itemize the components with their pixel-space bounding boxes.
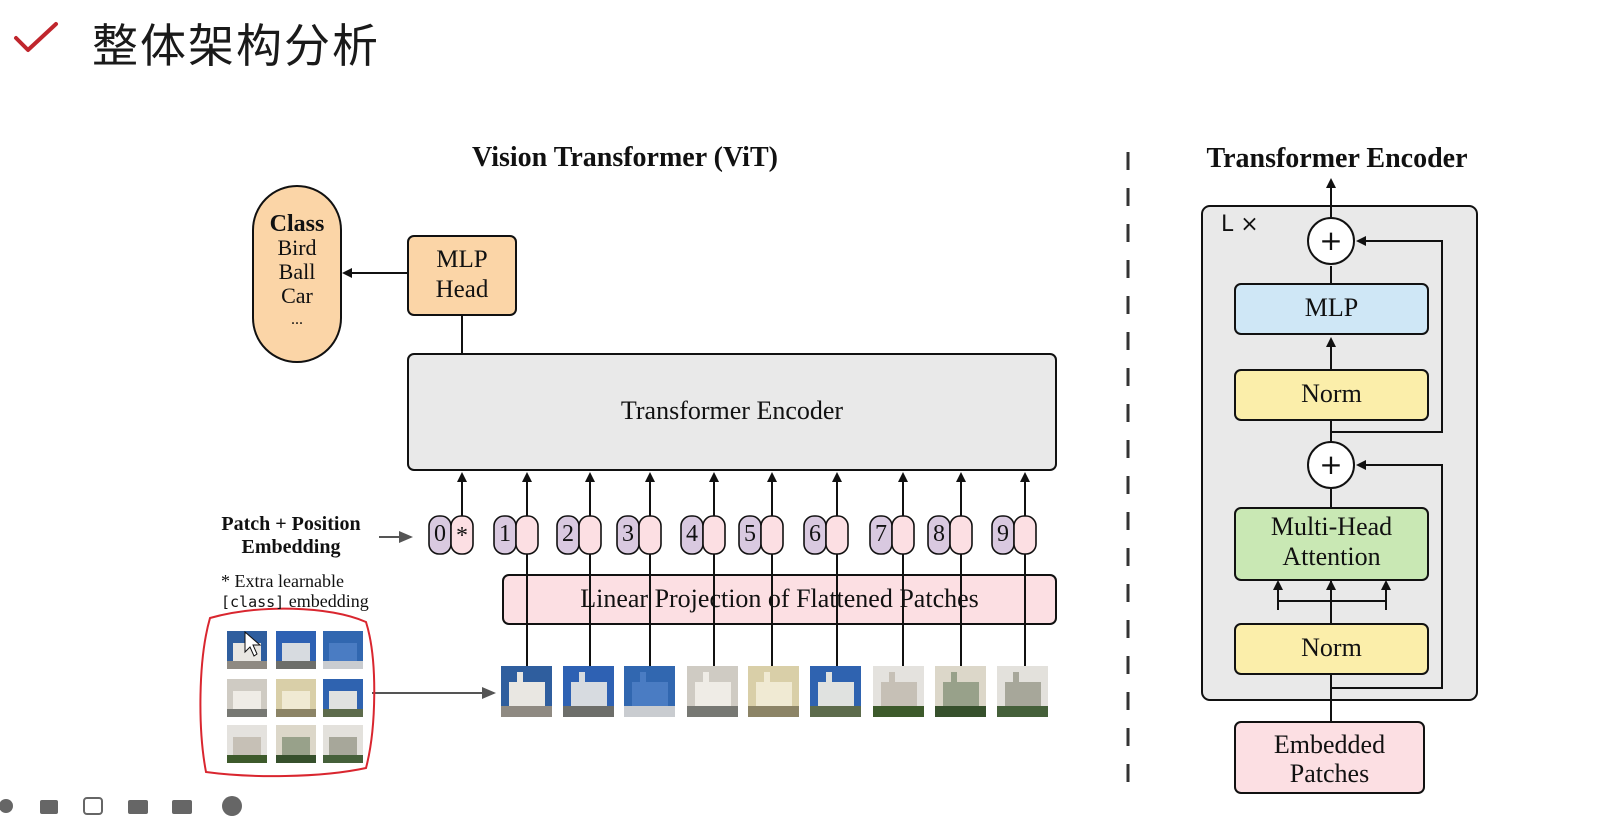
mlp-label: MLP (1304, 293, 1359, 322)
image-patch-grid (227, 631, 363, 763)
token-row (428, 472, 1037, 555)
mouse-cursor (244, 630, 262, 657)
attention-line1: Multi-Head (1270, 512, 1393, 541)
token-1 (493, 472, 539, 555)
token-label-3: 3 (622, 521, 634, 547)
grid-patch-5 (276, 679, 316, 717)
patch-position-line2: Embedding (241, 536, 341, 558)
token-7 (869, 472, 915, 555)
linear-projection-box (502, 574, 1057, 625)
patch-image-5 (748, 666, 799, 717)
token-3 (616, 472, 662, 555)
patch-image-2 (563, 666, 614, 717)
patch-image-4 (687, 666, 738, 717)
grid-patch-6 (323, 679, 363, 717)
token-label-2: 2 (562, 521, 574, 547)
flattened-patch-row (501, 666, 1048, 717)
extra-note-line2: [class] embedding (221, 591, 369, 612)
patch-position-line1: Patch + Position (221, 513, 361, 535)
token-label-8: 8 (933, 521, 945, 547)
token-4 (680, 472, 726, 555)
token-2 (556, 472, 602, 555)
token-6 (803, 472, 849, 555)
residual-add-upper (1307, 217, 1355, 265)
norm-label-upper: Norm (1301, 379, 1362, 408)
class-item-bird: Bird (277, 235, 317, 260)
token-label-4: 4 (686, 521, 698, 547)
attention-box (1234, 507, 1429, 581)
token-5 (738, 472, 784, 555)
token-label-5: 5 (744, 521, 756, 547)
bottom-toolbar (0, 796, 242, 816)
mlp-head-line2: Head (435, 276, 489, 303)
norm-box-upper (1234, 369, 1429, 421)
grid-patch-8 (276, 725, 316, 763)
norm-box-lower (1234, 623, 1429, 675)
grid-patch-2 (276, 631, 316, 669)
class-item-car: Car (281, 283, 313, 308)
class-box-text: Class Bird Ball Car ... (253, 212, 341, 332)
patch-image-8 (935, 666, 986, 717)
grid-patch-3 (323, 631, 363, 669)
embedded-line2: Patches (1289, 759, 1370, 788)
mlp-head-label: MLP Head (408, 245, 516, 305)
patch-image-3 (624, 666, 675, 717)
attention-line2: Attention (1282, 542, 1381, 571)
checkmark-icon (14, 22, 58, 52)
vit-title: Vision Transformer (ViT) (472, 142, 778, 173)
transformer-encoder-box (407, 353, 1057, 471)
class-item-ball: Ball (278, 259, 316, 284)
grid-patch-7 (227, 725, 267, 763)
token-label-0: 0 (434, 521, 446, 547)
token-label-7: 7 (875, 521, 887, 547)
grid-patch-9 (323, 725, 363, 763)
norm-label-lower: Norm (1301, 633, 1362, 662)
token-9 (991, 472, 1037, 555)
red-highlight-circle (199, 607, 376, 778)
token-label-1: 1 (499, 521, 511, 547)
cls-marker: * (456, 523, 468, 549)
plus-upper: + (1319, 224, 1343, 257)
embedded-patches-label: Embedded Patches (1235, 730, 1424, 788)
embedded-patches-box (1234, 721, 1425, 794)
token-label-6: 6 (809, 521, 821, 547)
class-heading: Class (269, 211, 325, 237)
residual-add-lower (1307, 441, 1355, 489)
encoder-label: Transformer Encoder (620, 396, 844, 425)
patch-position-label: Patch + Position Embedding (206, 513, 376, 559)
class-output-box (252, 185, 342, 363)
mlp-box (1234, 283, 1429, 335)
extra-note-line1: * Extra learnable (221, 571, 344, 591)
patch-image-1 (501, 666, 552, 717)
patch-image-7 (873, 666, 924, 717)
class-code: [class] (221, 593, 285, 611)
patch-image-9 (997, 666, 1048, 717)
patch-image-6 (810, 666, 861, 717)
embedded-line1: Embedded (1273, 730, 1386, 759)
linear-projection-label: Linear Projection of Flattened Patches (580, 584, 979, 613)
page-title: 整体架构分析 (92, 19, 380, 73)
extra-note-rest: embedding (284, 591, 369, 611)
repeat-label: L × (1221, 212, 1259, 237)
token-label-9: 9 (997, 521, 1009, 547)
class-item-ellipsis: ... (291, 311, 303, 328)
attention-label: Multi-Head Attention (1235, 512, 1428, 572)
mlp-head-line1: MLP (436, 246, 488, 273)
extra-note: * Extra learnable [class] embedding (221, 571, 369, 612)
encoder-detail-title: Transformer Encoder (1206, 143, 1468, 174)
grid-patch-4 (227, 679, 267, 717)
plus-lower: + (1319, 448, 1343, 481)
